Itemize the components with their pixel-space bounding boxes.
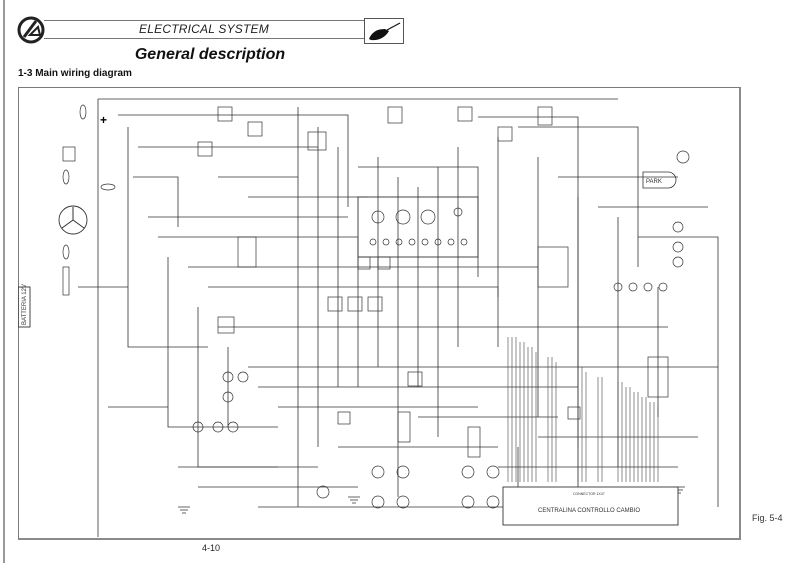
svg-text:CENTRALINA CONTROLLO CAMBIO: CENTRALINA CONTROLLO CAMBIO: [538, 508, 640, 514]
section-title: 1-3 Main wiring diagram: [18, 68, 132, 79]
header-rule-bottom: [44, 38, 364, 39]
figure-frame: [18, 87, 741, 540]
header-rule-top: [44, 20, 364, 21]
figure-label: Fig. 5-4: [752, 513, 783, 523]
wiring-diagram: BATTERIA 12V PARK: [18, 98, 719, 537]
ignition-distributor: [58, 205, 88, 235]
park-indicator: [642, 171, 677, 189]
header-title: ELECTRICAL SYSTEM: [139, 22, 269, 36]
svg-text:CONNECTOR 1X47: CONNECTOR 1X47: [573, 492, 605, 496]
electrical-plug-icon: [364, 18, 404, 44]
page-left-border: [3, 0, 5, 563]
page-title: General description: [134, 46, 286, 63]
page-number: 4-10: [202, 543, 221, 553]
svg-text:BATTERIA 12V: BATTERIA 12V: [22, 284, 28, 325]
battery: [18, 286, 31, 328]
instrument-cluster: [357, 196, 479, 258]
brand-logo-icon: [17, 16, 45, 44]
svg-text:PARK: PARK: [646, 179, 662, 185]
positive-terminal-marker: +: [100, 113, 108, 127]
gearbox-control-unit: [502, 486, 679, 526]
